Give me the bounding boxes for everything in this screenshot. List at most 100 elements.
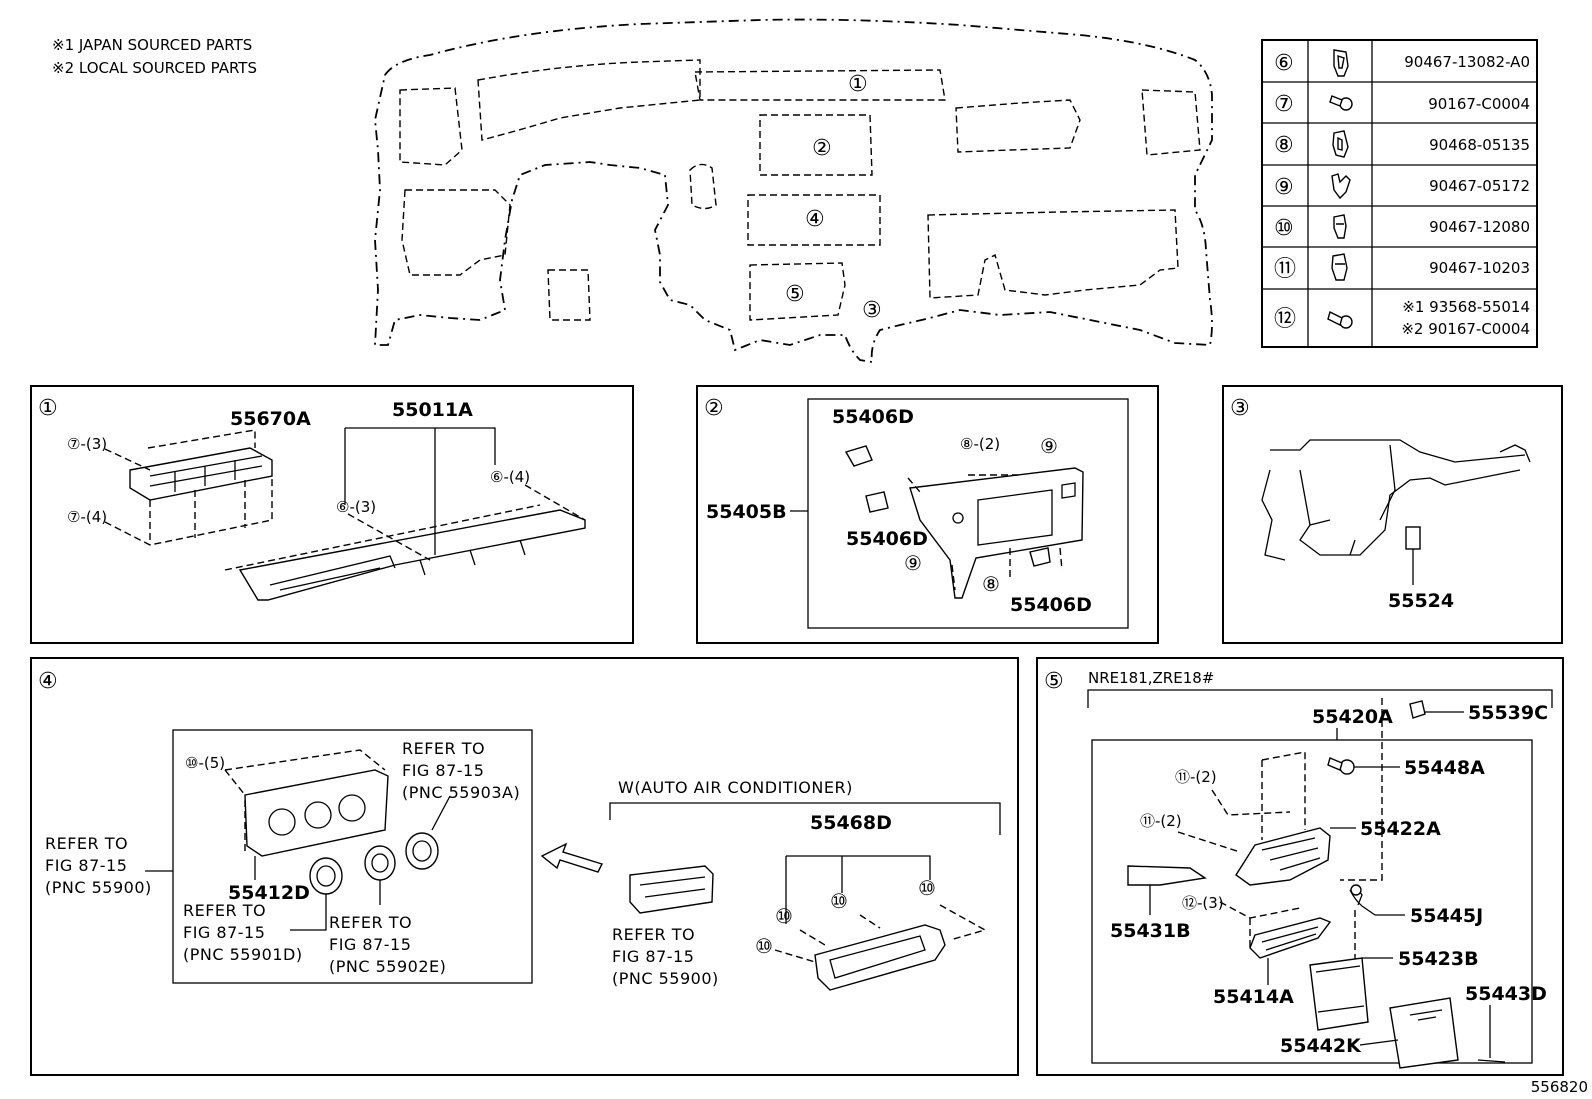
refer-55901D-l2: FIG 87-15 xyxy=(183,923,265,942)
fastener-table: ⑥ ⑦ ⑧ ⑨ ⑩ ⑪ ⑫ 90467-13082-A0 90167-C0004… xyxy=(1261,39,1538,348)
callout-10-c: ⑩ xyxy=(918,876,936,900)
clip-icon xyxy=(1332,130,1349,158)
overview-callout-5: ⑤ xyxy=(785,282,805,307)
refer-55900-l2: FIG 87-15 xyxy=(45,856,127,875)
panel-2: ② 55406D 55405B 55406D ⑧-(2) ⑨ ⑨ ⑧ 55406… xyxy=(696,385,1159,644)
table-part-7: 90167-C0004 xyxy=(1428,95,1530,113)
glove-box-liner xyxy=(1127,865,1207,886)
clip-icon xyxy=(1333,214,1347,239)
note-japan-sourced: ※1 JAPAN SOURCED PARTS xyxy=(52,36,252,54)
table-part-12b: ※2 90167-C0004 xyxy=(1401,320,1530,338)
callout-10-a: ⑩ xyxy=(775,904,793,928)
overview-callout-4: ④ xyxy=(805,207,825,232)
part-55670A: 55670A xyxy=(230,408,311,430)
refer-55903A-l3: (PNC 55903A) xyxy=(402,783,520,802)
callout-12-3: ⑫-(3) xyxy=(1182,894,1224,912)
table-ref-8: ⑧ xyxy=(1274,133,1294,158)
dashboard-overview: ① ② ④ ⑤ ③ xyxy=(374,18,1213,364)
auto-ac-label: W(AUTO AIR CONDITIONER) xyxy=(618,778,853,797)
refer-55900b-l3: (PNC 55900) xyxy=(612,969,719,988)
overview-callout-3: ③ xyxy=(862,298,882,323)
table-part-8: 90468-05135 xyxy=(1429,136,1530,154)
panel-1: ① 55670A 55011A ⑦-(3) ⑦-(4) ⑥-(3) ⑥-(4) xyxy=(30,385,634,644)
part-55423B: 55423B xyxy=(1398,948,1479,970)
part-55422A: 55422A xyxy=(1360,818,1441,840)
table-part-12a: ※1 93568-55014 xyxy=(1402,298,1530,316)
overview-callout-1: ① xyxy=(848,72,868,97)
refer-55900-l3: (PNC 55900) xyxy=(45,878,152,897)
table-part-10: 90467-12080 xyxy=(1429,218,1530,236)
table-ref-9: ⑨ xyxy=(1274,175,1294,200)
part-55011A: 55011A xyxy=(392,399,473,421)
clip-icon xyxy=(844,445,1051,567)
callout-7-4: ⑦-(4) xyxy=(67,508,107,526)
refer-55901D-l3: (PNC 55901D) xyxy=(183,945,303,964)
callout-10-d: ⑩ xyxy=(755,934,773,958)
table-part-11: 90467-10203 xyxy=(1429,259,1530,277)
table-ref-6: ⑥ xyxy=(1274,51,1294,76)
refer-55902E-l3: (PNC 55902E) xyxy=(329,957,446,976)
panel-4-id: ④ xyxy=(38,669,58,694)
clip-icon xyxy=(1331,173,1351,200)
clip-icon xyxy=(1333,49,1349,77)
auto-ac-control-unit xyxy=(629,865,714,914)
variant-label: NRE181,ZRE18# xyxy=(1088,669,1214,687)
part-55448A: 55448A xyxy=(1404,757,1485,779)
part-55406D-b: 55406D xyxy=(846,528,928,550)
part-55420A: 55420A xyxy=(1312,706,1393,728)
panel-5-id: ⑤ xyxy=(1044,669,1064,694)
table-ref-12: ⑫ xyxy=(1274,307,1296,332)
glove-box-frame xyxy=(1235,827,1331,886)
part-55468D: 55468D xyxy=(810,812,892,834)
screw-icon xyxy=(1327,310,1353,329)
clip-icon xyxy=(1409,700,1426,719)
panel-1-id: ① xyxy=(38,396,58,421)
part-55443D: 55443D xyxy=(1465,983,1547,1005)
callout-9-a: ⑨ xyxy=(1040,434,1058,458)
screw-icon xyxy=(1327,757,1355,775)
part-55442K: 55442K xyxy=(1280,1035,1362,1057)
panel-3-id: ③ xyxy=(1230,396,1250,421)
callout-9-b: ⑨ xyxy=(904,551,922,575)
arrow-icon xyxy=(540,842,603,873)
refer-55900-l1: REFER TO xyxy=(45,834,128,853)
callout-6-3: ⑥-(3) xyxy=(336,498,376,516)
clip-55524 xyxy=(1405,526,1421,550)
callout-8-2: ⑧-(2) xyxy=(960,435,1000,453)
panel-3: ③ 55524 xyxy=(1222,385,1563,644)
part-55414A: 55414A xyxy=(1213,986,1294,1008)
clip-icon xyxy=(1331,253,1348,281)
ac-bezel xyxy=(814,924,946,991)
part-55405B: 55405B xyxy=(706,501,787,523)
table-part-6: 90467-13082-A0 xyxy=(1404,53,1530,71)
figure-number: 556820 xyxy=(1531,1078,1588,1096)
refer-55900b-l2: FIG 87-15 xyxy=(612,947,694,966)
callout-10-5: ⑩-(5) xyxy=(185,754,225,772)
refer-55902E-l1: REFER TO xyxy=(329,913,412,932)
lock-cylinder xyxy=(1349,884,1376,916)
callout-10-b: ⑩ xyxy=(830,889,848,913)
callout-11-2-a: ⑪-(2) xyxy=(1175,768,1217,786)
part-55524: 55524 xyxy=(1388,590,1454,612)
part-55412D: 55412D xyxy=(228,882,310,904)
refer-55903A-l2: FIG 87-15 xyxy=(402,761,484,780)
callout-7-3: ⑦-(3) xyxy=(67,435,107,453)
part-55406D-c: 55406D xyxy=(1010,594,1092,616)
table-ref-10: ⑩ xyxy=(1274,216,1294,241)
center-cluster-bezel xyxy=(909,467,1084,599)
instrument-panel-frame xyxy=(1261,439,1531,561)
part-55539C: 55539C xyxy=(1468,702,1548,724)
overview-callout-2: ② xyxy=(812,136,832,161)
refer-55900b-l1: REFER TO xyxy=(612,925,695,944)
part-55431B: 55431B xyxy=(1110,920,1191,942)
panel-2-id: ② xyxy=(704,396,724,421)
callout-8-b: ⑧ xyxy=(982,572,1000,596)
glove-box-cover xyxy=(1389,997,1459,1069)
part-55406D-a: 55406D xyxy=(832,406,914,428)
refer-55902E-l2: FIG 87-15 xyxy=(329,935,411,954)
dash-trim-panel xyxy=(238,509,586,601)
callout-11-2-b: ⑪-(2) xyxy=(1140,812,1182,830)
callout-6-4: ⑥-(4) xyxy=(490,468,530,486)
glove-box-lid-lower xyxy=(1249,917,1332,959)
